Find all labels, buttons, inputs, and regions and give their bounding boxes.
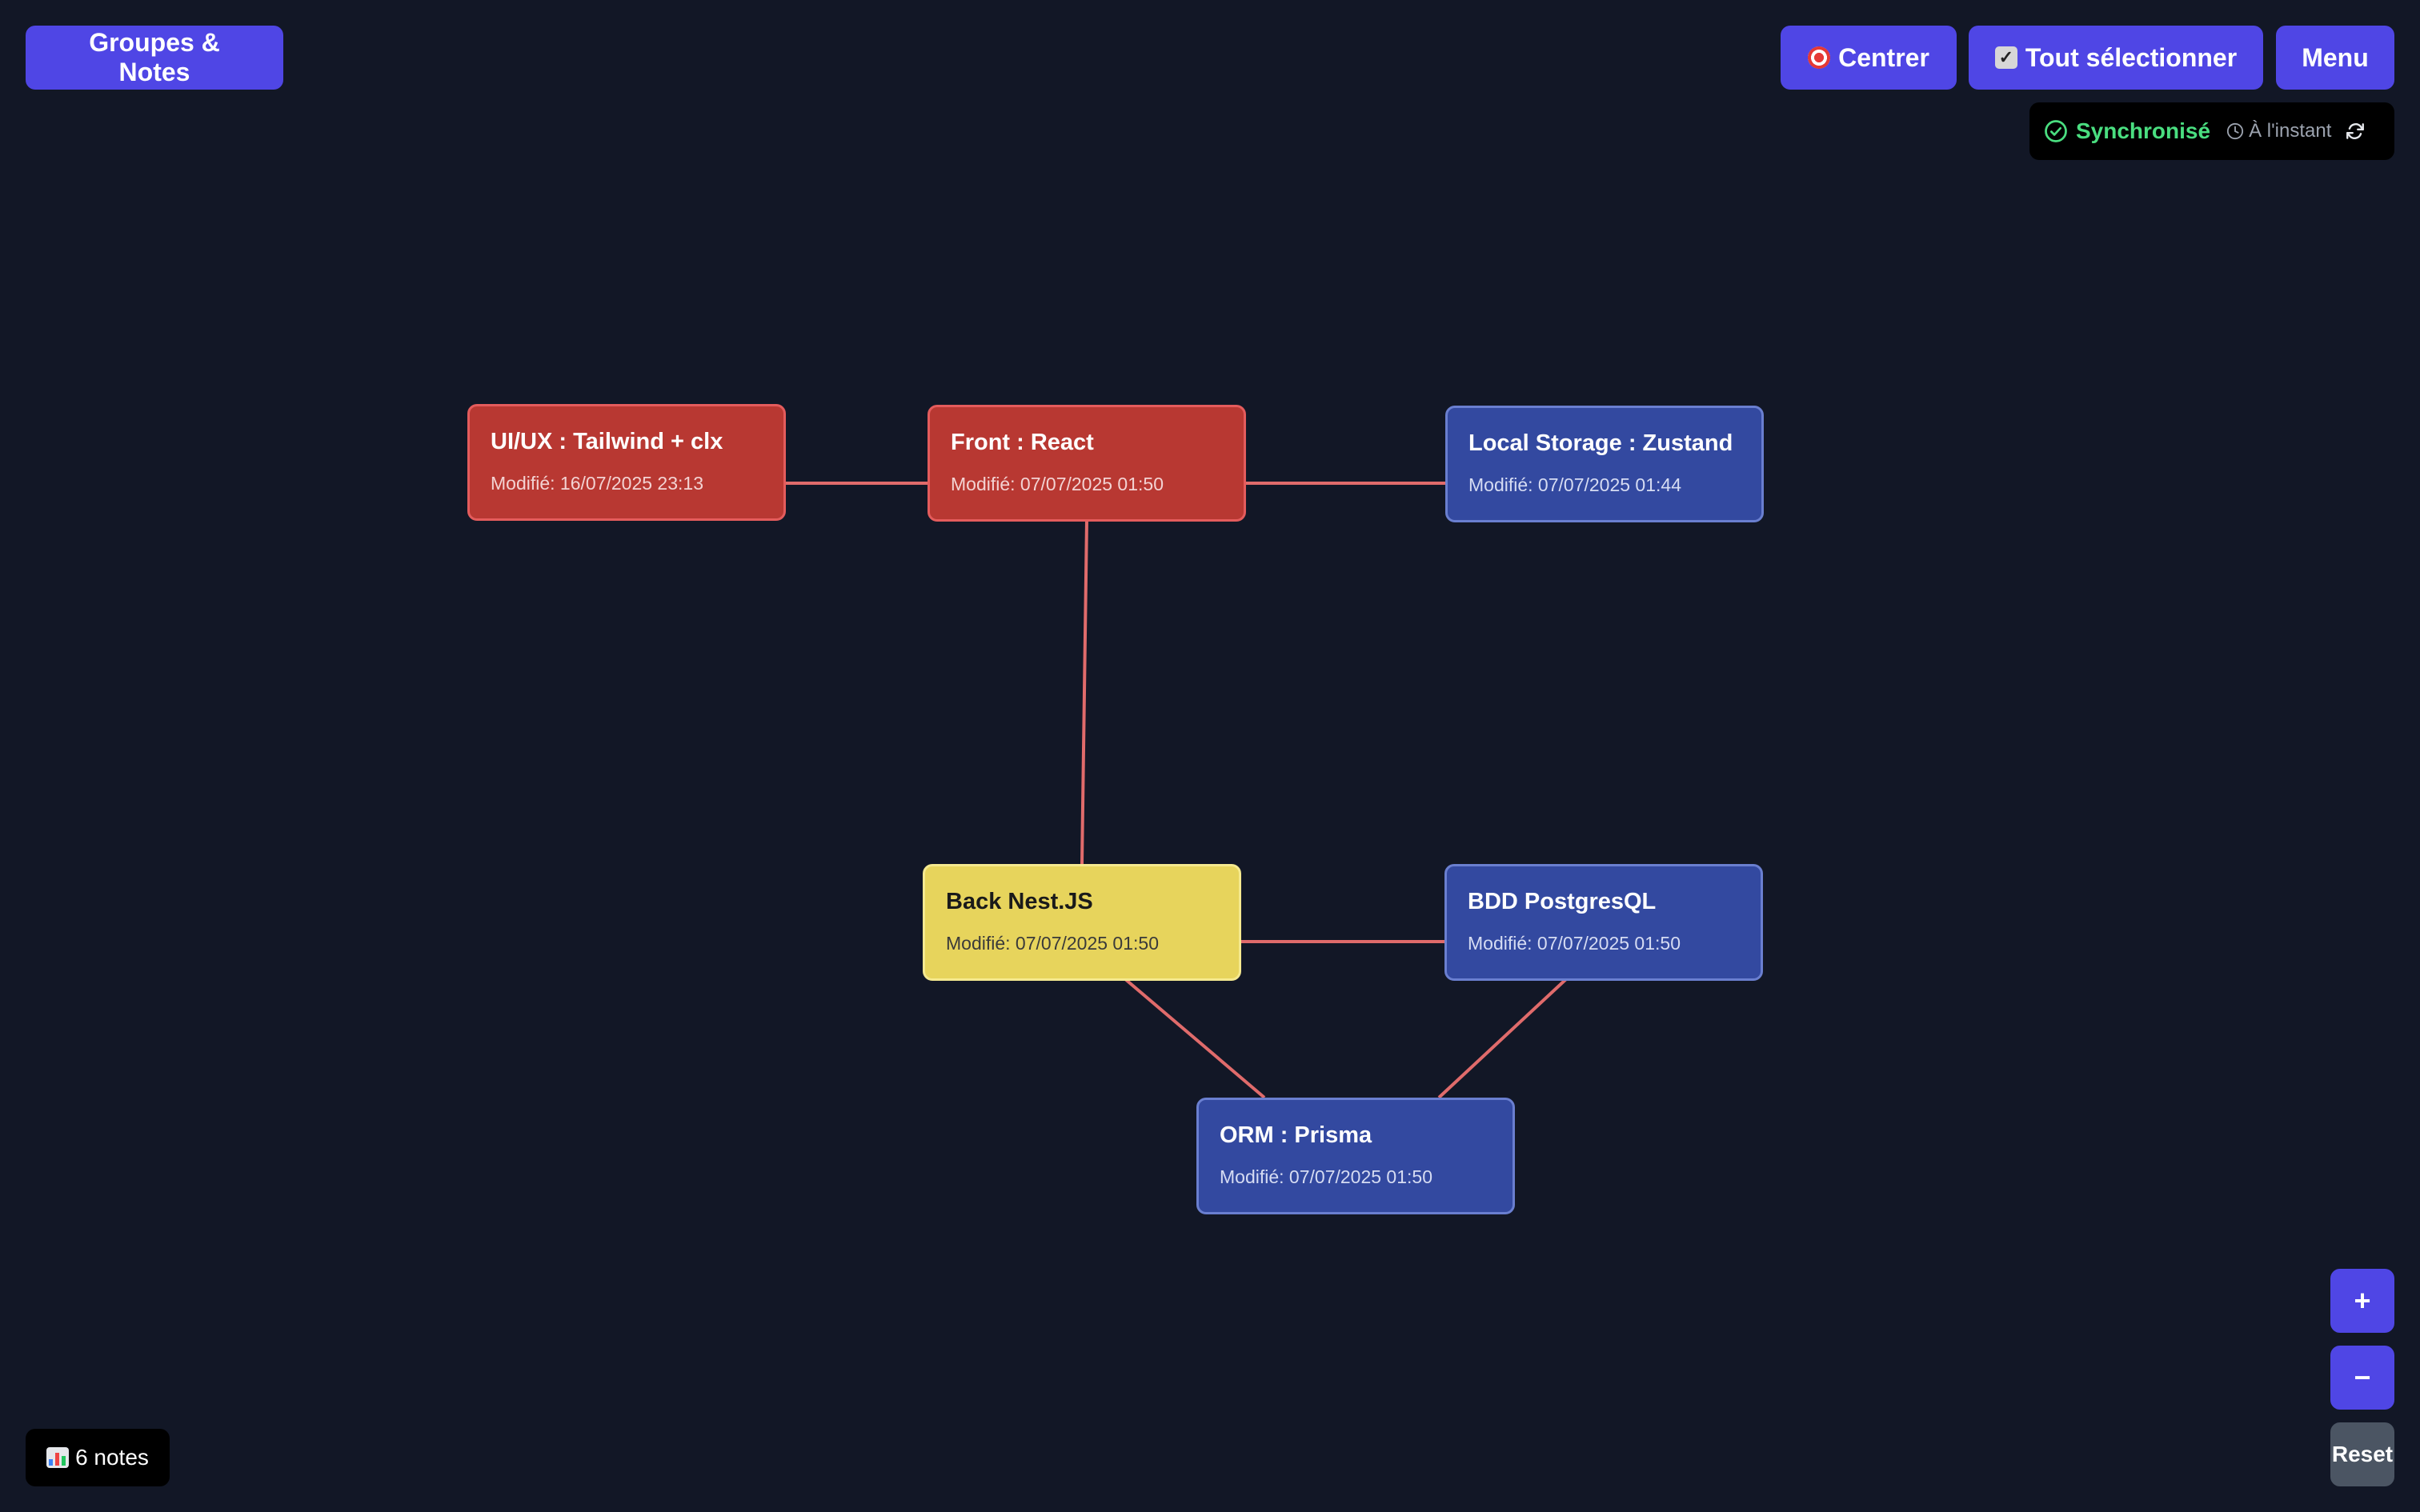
- sync-status-label: Synchronisé: [2076, 118, 2211, 143]
- note-title: UI/UX : Tailwind + clx: [491, 429, 723, 454]
- edge-bdd-orm: [1437, 977, 1569, 1099]
- zoom-reset-button[interactable]: Reset: [2330, 1422, 2394, 1486]
- note-card[interactable]: BDD PostgresQL Modifié: 07/07/2025 01:50: [1444, 864, 1763, 981]
- sync-status: Synchronisé: [2044, 118, 2210, 144]
- select-all-label: Tout sélectionner: [2025, 42, 2238, 72]
- edge-front-back: [1080, 519, 1088, 865]
- note-card[interactable]: UI/UX : Tailwind + clx Modifié: 16/07/20…: [467, 404, 786, 521]
- menu-label: Menu: [2302, 42, 2369, 72]
- note-title: ORM : Prisma: [1220, 1122, 1372, 1148]
- zoom-out-label: −: [2354, 1361, 2371, 1394]
- note-title: BDD PostgresQL: [1468, 889, 1657, 914]
- note-card[interactable]: Local Storage : Zustand Modifié: 07/07/2…: [1445, 406, 1764, 522]
- zoom-out-button[interactable]: −: [2330, 1346, 2394, 1410]
- refresh-icon[interactable]: [2345, 121, 2366, 142]
- groups-notes-label: Groupes & Notes: [89, 28, 220, 86]
- center-label: Centrer: [1838, 42, 1929, 72]
- groups-notes-button[interactable]: Groupes & Notes: [26, 26, 283, 90]
- note-title: Back Nest.JS: [946, 889, 1093, 914]
- notes-count-badge: 6 notes: [26, 1429, 170, 1486]
- edge-back-orm: [1123, 977, 1266, 1099]
- note-modified: Modifié: 07/07/2025 01:50: [946, 933, 1159, 954]
- note-modified: Modifié: 07/07/2025 01:50: [1468, 933, 1681, 954]
- sync-status-panel: Synchronisé À l'instant: [2029, 102, 2394, 160]
- zoom-in-button[interactable]: +: [2330, 1269, 2394, 1333]
- menu-button[interactable]: Menu: [2276, 26, 2394, 90]
- select-all-button[interactable]: ✓ Tout sélectionner: [1969, 26, 2263, 90]
- sync-time-label: À l'instant: [2249, 120, 2332, 142]
- note-modified: Modifié: 07/07/2025 01:50: [1220, 1166, 1432, 1187]
- check-circle-icon: [2045, 120, 2067, 142]
- note-modified: Modifié: 16/07/2025 23:13: [491, 473, 703, 494]
- zoom-reset-label: Reset: [2331, 1442, 2394, 1466]
- note-card[interactable]: Back Nest.JS Modifié: 07/07/2025 01:50: [923, 864, 1241, 981]
- bar-chart-icon: [46, 1447, 70, 1468]
- clock-icon: [2226, 122, 2244, 140]
- target-icon: [1808, 46, 1831, 69]
- note-modified: Modifié: 07/07/2025 01:44: [1468, 474, 1681, 495]
- notes-count-label: 6 notes: [75, 1445, 149, 1470]
- sync-time: À l'instant: [2226, 120, 2331, 142]
- note-card[interactable]: ORM : Prisma Modifié: 07/07/2025 01:50: [1196, 1098, 1515, 1214]
- note-title: Front : React: [951, 430, 1094, 455]
- center-button[interactable]: Centrer: [1781, 26, 1957, 90]
- note-title: Local Storage : Zustand: [1468, 430, 1733, 456]
- zoom-in-label: +: [2354, 1284, 2371, 1317]
- note-modified: Modifié: 07/07/2025 01:50: [951, 474, 1164, 494]
- checkbox-icon: ✓: [1994, 46, 2017, 69]
- note-card[interactable]: Front : React Modifié: 07/07/2025 01:50: [928, 405, 1246, 522]
